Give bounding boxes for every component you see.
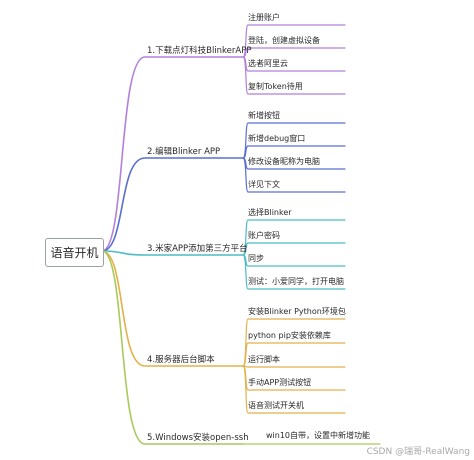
leaf-4-4[interactable]: 手动APP测试按钮 <box>248 378 312 387</box>
leaf-4-5[interactable]: 语音测试开关机 <box>248 401 304 410</box>
branch-5-connector <box>101 250 244 445</box>
leaf-1-2[interactable]: 登陆，创建虚拟设备 <box>248 36 320 45</box>
branch-4-label[interactable]: 4.服务器后台脚本 <box>147 355 215 365</box>
leaf-5-1[interactable]: win10自带，设置中新增功能 <box>266 431 371 440</box>
leaf-4-1[interactable]: 安装Blinker Python环境包 <box>248 307 346 316</box>
leaf-2-4[interactable]: 详见下文 <box>248 180 280 189</box>
branch-3-connector <box>101 250 244 256</box>
leaf-1-2-connector <box>242 47 346 58</box>
leaf-3-4[interactable]: 测试：小爱同学，打开电脑 <box>248 277 344 286</box>
root-label: 语音开机 <box>50 246 99 260</box>
branch-1-label[interactable]: 1.下载点灯科技BlinkerAPP <box>147 46 252 56</box>
branch-1-connector <box>101 56 244 252</box>
watermark: CSDN @瑞哥-RealWang <box>366 447 470 457</box>
leaf-3-2-connector <box>242 242 346 256</box>
leaf-4-3[interactable]: 运行脚本 <box>248 355 280 364</box>
leaf-2-2-connector <box>242 145 346 159</box>
branch-2-connector <box>101 157 244 252</box>
leaf-4-2[interactable]: python pip安装依赖库 <box>248 331 331 340</box>
leaf-1-4[interactable]: 复制Token待用 <box>248 82 303 91</box>
leaf-3-4-connector <box>242 254 346 290</box>
leaf-2-3[interactable]: 修改设备昵称为电脑 <box>248 157 320 166</box>
leaf-4-2-connector <box>242 342 346 367</box>
leaf-3-1[interactable]: 选择Blinker <box>248 208 292 217</box>
leaf-4-5-connector <box>242 365 346 414</box>
leaf-4-3-connector <box>242 365 346 368</box>
branch-3-label[interactable]: 3.米家APP添加第三方平台 <box>147 244 248 254</box>
branch-4-connector <box>101 250 244 367</box>
leaf-1-3[interactable]: 选者阿里云 <box>248 59 288 68</box>
leaf-1-1[interactable]: 注册账户 <box>248 13 280 22</box>
leaf-3-2[interactable]: 账户密码 <box>248 231 280 240</box>
leaf-3-3[interactable]: 同步 <box>248 254 264 263</box>
branch-5-label[interactable]: 5.Windows安装open-ssh <box>147 433 249 443</box>
leaf-2-2[interactable]: 新增debug窗口 <box>248 134 306 143</box>
leaf-1-4-connector <box>242 56 346 95</box>
branch-2-label[interactable]: 2.编辑Blinker APP <box>147 147 221 157</box>
leaf-2-4-connector <box>242 157 346 193</box>
root-node[interactable]: 语音开机 <box>45 238 104 267</box>
leaf-2-1[interactable]: 新增按钮 <box>248 111 280 120</box>
